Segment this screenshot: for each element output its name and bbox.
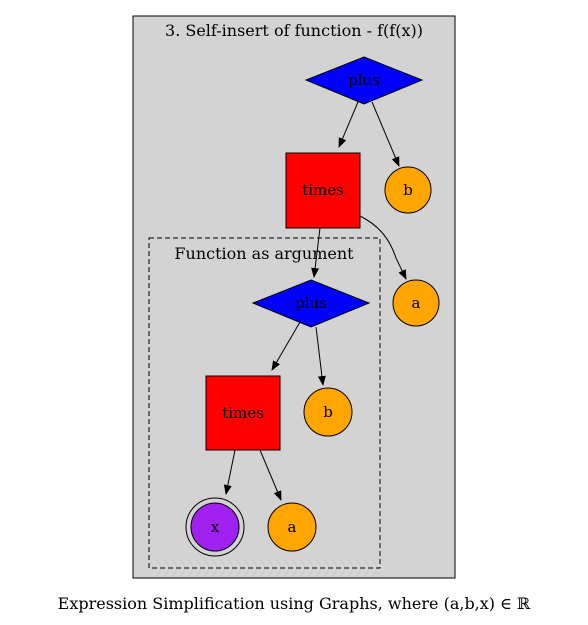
x-inner-outer-ring [185,497,245,557]
edge-plus-inner-to-b-inner [315,326,326,386]
edges [223,101,407,501]
edge-plus-outer-to-b-outer [371,101,400,167]
b-inner-label: b [323,403,333,421]
node-plus-inner: plus [251,279,371,328]
node-times-outer: times [285,152,361,229]
node-times-inner: times [205,375,281,451]
edge-times-outer-to-a-outer [359,215,407,280]
times-inner-square [205,375,281,451]
plus-outer-label: plus [348,71,380,89]
edge-plus-outer-to-times-outer [338,101,359,148]
node-a-outer: a [392,279,440,327]
times-inner-label: times [222,404,264,422]
a-inner-label: a [288,518,297,536]
times-outer-label: times [302,181,344,199]
b-outer-circle [384,166,432,214]
node-b-outer: b [384,166,432,214]
inner-cluster-box [148,237,381,569]
graph-caption: Expression Simplification using Graphs, … [58,594,531,613]
plus-outer-diamond [304,56,424,105]
inner-cluster: Function as argument [148,237,381,569]
a-outer-label: a [412,294,421,312]
b-inner-circle [303,387,353,437]
b-outer-label: b [403,181,413,199]
plus-inner-label: plus [295,294,327,312]
outer-cluster-label: 3. Self-insert of function - f(f(x)) [165,21,423,40]
node-plus-outer: plus [304,56,424,105]
a-outer-circle [392,279,440,327]
x-inner-circle [190,502,240,552]
edge-times-inner-to-x-inner [223,449,236,495]
plus-inner-diamond [251,279,371,328]
edge-times-inner-to-a-inner [259,449,282,501]
times-outer-square [285,152,361,229]
edge-plus-inner-to-times-inner [271,321,301,371]
a-inner-circle [267,502,317,552]
node-x-inner: x [185,497,245,557]
inner-cluster-label: Function as argument [174,244,354,263]
node-b-inner: b [303,387,353,437]
edge-times-outer-to-plus-inner [311,227,321,278]
node-a-inner: a [267,502,317,552]
x-inner-label: x [211,518,220,536]
